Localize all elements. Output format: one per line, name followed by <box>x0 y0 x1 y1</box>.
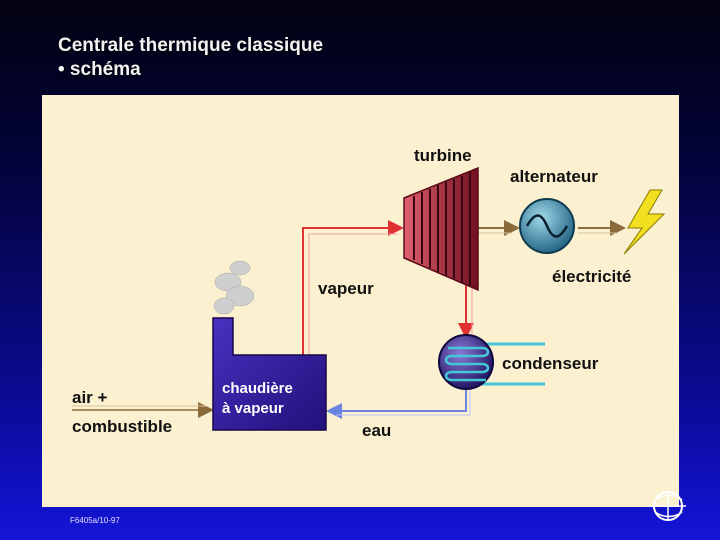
factory-boiler-icon: chaudière à vapeur <box>212 317 327 431</box>
boiler-label-line2: à vapeur <box>222 400 284 417</box>
turbine-shaft-arrow <box>478 220 520 236</box>
steam-pipe <box>302 220 404 355</box>
fuel-input-arrow <box>72 402 214 418</box>
lightning-bolt-icon <box>623 189 666 255</box>
water-label: eau <box>362 421 391 440</box>
footer-code: F6405a/10-97 <box>70 516 120 525</box>
slide-title: Centrale thermique classique • schéma <box>58 34 323 82</box>
coil-condenser-icon <box>438 334 545 390</box>
water-pipe <box>326 390 471 419</box>
sine-wave-alternator-icon <box>519 198 575 254</box>
turbine-label: turbine <box>414 146 472 165</box>
input-label-line1: air + <box>72 388 108 407</box>
alternator-label: alternateur <box>510 167 598 186</box>
electricity-label: électricité <box>552 267 631 286</box>
boiler-label-line1: chaudière <box>222 380 293 397</box>
smoke-icon <box>213 260 255 315</box>
steam-label: vapeur <box>318 279 374 298</box>
input-label-line2: combustible <box>72 417 172 436</box>
diagram-panel <box>42 95 679 507</box>
turbine-icon <box>403 166 479 292</box>
condenser-label: condenseur <box>502 354 599 373</box>
title-text: Centrale thermique classique <box>58 35 324 56</box>
electricity-arrow <box>578 220 626 236</box>
globe-logo-icon <box>650 491 686 521</box>
subtitle-text: • schéma <box>58 59 141 80</box>
